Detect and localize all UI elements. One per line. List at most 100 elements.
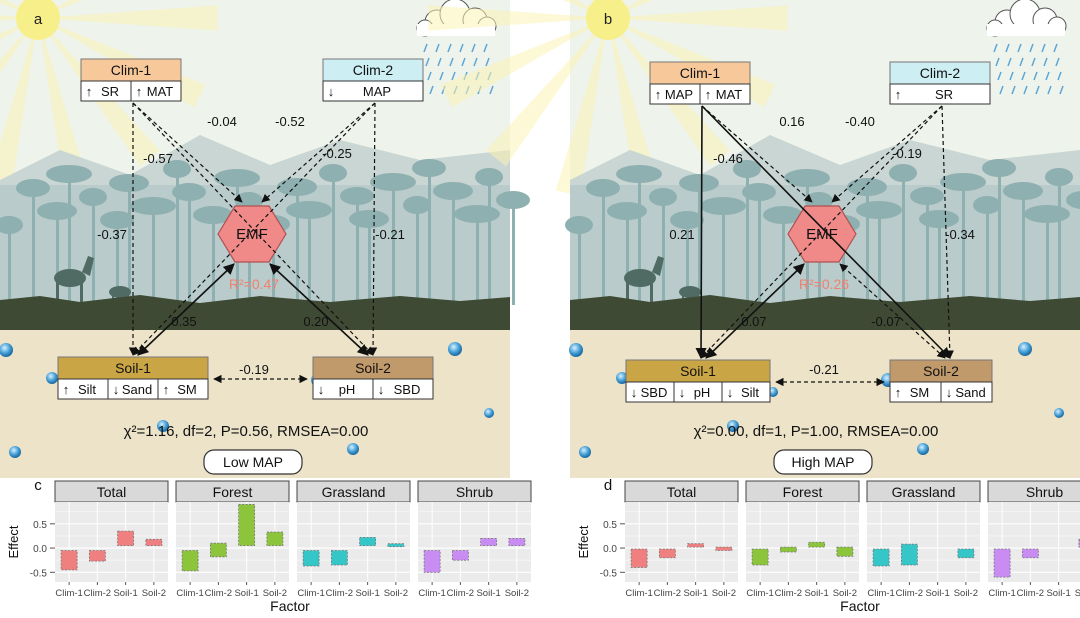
x-tick-label: Clim-2 (896, 588, 923, 599)
tree-trunk (488, 177, 491, 305)
sun (16, 0, 60, 40)
x-tick-label: Clim-2 (447, 588, 474, 599)
rain-drop (999, 85, 1004, 95)
effect-bar (451, 550, 469, 561)
clim2-node-title: Clim-2 (920, 65, 961, 81)
x-tick-label: Soil-2 (384, 588, 408, 599)
tree-trunk (938, 219, 941, 305)
clim1-node-variable: MAP (665, 87, 693, 102)
clim2-node-arrow: ↑ (895, 87, 902, 102)
tree-crown (109, 174, 149, 192)
tree-crown (454, 205, 500, 223)
r-squared-label: R²=0.47 (229, 276, 279, 292)
rain-drop (447, 43, 452, 53)
rain-drop (1035, 85, 1040, 95)
effect-bar (872, 548, 890, 567)
coefficient-clim1-emf: -0.46 (713, 151, 743, 166)
tree-trunk (176, 169, 179, 305)
soil1-node-variable: SBD (641, 385, 668, 400)
soil2-node-variable: SM (910, 385, 930, 400)
tree-trunk (782, 215, 785, 305)
path-clim2-emf (831, 105, 943, 203)
rain-drop (483, 43, 488, 53)
y-tick-label: -0.5 (30, 568, 48, 579)
soil2-node-variable: SBD (394, 382, 421, 397)
soil1-node-variable: Sand (122, 382, 152, 397)
soil1-node-arrow: ↑ (63, 382, 70, 397)
tree-trunk (416, 205, 419, 305)
rain-drop (1017, 43, 1022, 53)
rain-drop (461, 57, 466, 67)
tree-crown (340, 187, 374, 205)
x-tick-label: Clim-1 (625, 588, 652, 599)
emf-label: EMF (236, 226, 268, 243)
x-tick-label: Soil-1 (683, 588, 707, 599)
tree-crown (214, 169, 260, 187)
clim1-node-title: Clim-1 (111, 62, 152, 78)
water-drop (9, 446, 21, 458)
tree-trunk (188, 192, 191, 305)
x-tick-label: Soil-2 (833, 588, 857, 599)
rain-drop (995, 57, 1000, 67)
coefficient-clim2-soil2: -0.34 (945, 227, 975, 242)
coefficient-clim2-soil2: -0.21 (375, 227, 405, 242)
rain-drop (997, 71, 1002, 81)
soil1-node-arrow: ↑ (163, 382, 170, 397)
rain-drop (489, 85, 494, 95)
tree-trunk (332, 173, 335, 305)
effect-bar (117, 530, 135, 547)
water-drop (727, 420, 739, 432)
tree-crown (193, 206, 233, 224)
rain-drop (1033, 71, 1038, 81)
soil1-node-arrow: ↓ (631, 385, 638, 400)
rain-drop (1007, 57, 1012, 67)
tree-trunk (368, 219, 371, 305)
x-tick-label: Clim-2 (326, 588, 353, 599)
group-label: High MAP (791, 454, 854, 470)
clim1-node-variable: MAT (716, 87, 743, 102)
x-tick-label: Soil-2 (712, 588, 736, 599)
x-tick-label: Clim-2 (775, 588, 802, 599)
tree-trunk (602, 188, 605, 305)
clim1-node-variable: MAT (147, 84, 174, 99)
soil2-node-arrow: ↓ (946, 385, 953, 400)
tree-crown (847, 178, 887, 196)
path-clim1-emf (701, 105, 813, 203)
tree-trunk (116, 220, 119, 305)
tree-crown (1003, 182, 1043, 200)
effect-bar (88, 550, 106, 562)
sem-panel-b: bClim-1↑MAP↑MATClim-2↑SRSoil-1↓SBD↓pH↓Si… (428, 0, 1080, 478)
x-tick-label: Soil-2 (954, 588, 978, 599)
soil1-node-variable: Silt (78, 382, 96, 397)
rain-drop (1009, 71, 1014, 81)
coefficient-clim1-soil2: -0.04 (207, 114, 237, 129)
y-axis-label: Effect (576, 525, 591, 558)
clim1-node-variable: SR (101, 84, 119, 99)
tree-crown (973, 196, 1001, 214)
soil1-node-variable: Silt (741, 385, 759, 400)
emf-hexagon (217, 205, 287, 263)
soil2-node-title: Soil-2 (355, 360, 391, 376)
x-tick-label: Soil-1 (113, 588, 137, 599)
path-clim2-soil2 (941, 105, 954, 359)
water-drop (579, 446, 591, 458)
rain-drop (1055, 57, 1060, 67)
effect-bar (751, 548, 769, 566)
tree-crown (910, 187, 944, 205)
x-tick-label: Soil-1 (804, 588, 828, 599)
soil1-node-variable: SM (177, 382, 197, 397)
soil1-node-arrow: ↓ (679, 385, 686, 400)
x-tick-label: Soil-2 (505, 588, 529, 599)
soil1-node-variable: pH (694, 385, 711, 400)
y-tick-label: 0.5 (33, 520, 47, 531)
tree-trunk (428, 168, 431, 305)
effect-bar (715, 546, 733, 551)
coefficient-soil2-emf: 0.20 (303, 314, 328, 329)
x-tick-label: Clim-1 (418, 588, 445, 599)
rain-drop (1021, 71, 1026, 81)
facet-title: Grassland (892, 484, 956, 500)
water-drop (46, 372, 58, 384)
clim2-node: Clim-2↑SR (889, 61, 991, 105)
